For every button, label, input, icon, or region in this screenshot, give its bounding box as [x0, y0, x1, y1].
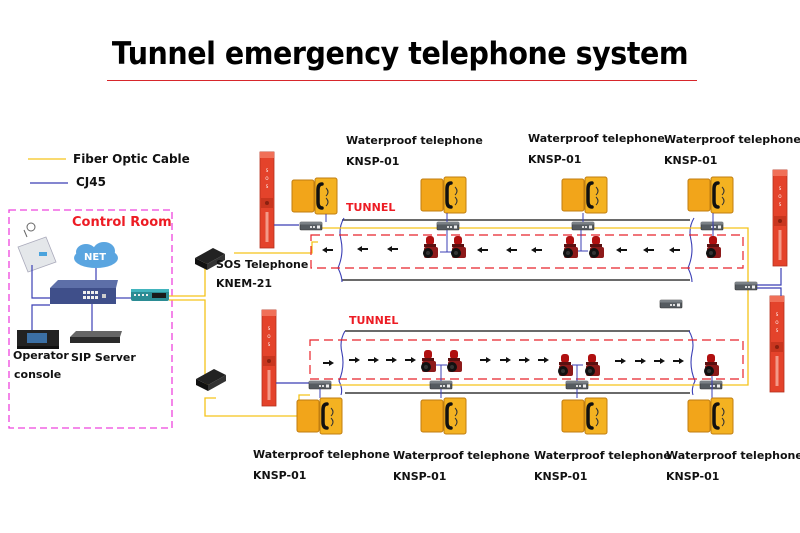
- traffic-arrow-right: [673, 358, 684, 364]
- waterproof-phone-icon: [419, 396, 468, 436]
- traffic-arrow-right: [635, 358, 646, 364]
- traffic-arrow-left: [506, 247, 517, 253]
- top-phone-3-model: KNSP-01: [664, 154, 718, 167]
- traffic-arrow-left: [477, 247, 488, 253]
- junction-switch-right: [734, 281, 758, 291]
- net-label: NET: [84, 252, 107, 263]
- top-phone-1-model: KNSP-01: [346, 155, 400, 168]
- top-phone-3-name: Waterproof telephone: [664, 133, 800, 146]
- top-phone-2-name: Waterproof telephone: [528, 132, 665, 145]
- mini-switch-icon: [436, 221, 460, 231]
- traffic-arrow-left: [357, 246, 368, 252]
- waterproof-phone-icon: [419, 175, 468, 215]
- right-cj45-links: [757, 268, 782, 296]
- bottom-phone-4-model: KNSP-01: [666, 470, 720, 483]
- traffic-arrow-left: [616, 247, 627, 253]
- title-underline: [107, 80, 697, 81]
- mini-switch-icon: [429, 380, 453, 390]
- top-phone-1-name: Waterproof telephone: [346, 134, 483, 147]
- control-room-cj45-links: [31, 265, 131, 331]
- traffic-arrow-right: [405, 357, 416, 363]
- beacon-icon: [706, 236, 721, 258]
- operator-console-label-2: console: [14, 368, 62, 381]
- waterproof-phone-icon: [686, 396, 735, 436]
- bottom-tunnel-traffic-arrows: [323, 357, 684, 366]
- traffic-arrow-left: [387, 246, 398, 252]
- traffic-arrow-left: [322, 247, 333, 253]
- waterproof-phone-icon: [686, 175, 735, 215]
- traffic-arrow-left: [531, 247, 542, 253]
- mini-switch-icon: [565, 380, 589, 390]
- bottom-phone-4-name: Waterproof telephone: [666, 449, 800, 462]
- mini-switch-icon: [700, 221, 724, 231]
- beacon-icon: [451, 236, 466, 258]
- traffic-arrow-right: [538, 357, 549, 363]
- bottom-phone-2-model: KNSP-01: [393, 470, 447, 483]
- media-converter-bottom: [196, 369, 226, 391]
- bottom-phone-2-name: Waterproof telephone: [393, 449, 530, 462]
- sos-column-top-right: [772, 169, 788, 267]
- beacon-icon: [563, 236, 578, 258]
- bottom-tunnel-devices: [295, 350, 735, 436]
- bottom-tunnel: [309, 285, 749, 396]
- mini-switch-icon: [699, 380, 723, 390]
- mini-switch-icon: [308, 380, 332, 390]
- control-room-box: [8, 209, 173, 429]
- bottom-tunnel-label: TUNNEL: [349, 314, 399, 327]
- operator-console-icon: [17, 330, 59, 349]
- beacon-icon: [423, 236, 438, 258]
- waterproof-phone-icon: [295, 396, 344, 436]
- bottom-phone-1-model: KNSP-01: [253, 469, 307, 482]
- bottom-phone-3-model: KNSP-01: [534, 470, 588, 483]
- sos-column-bottom-right: [769, 295, 785, 393]
- operator-console-label: Operator: [13, 349, 69, 362]
- bottom-phone-1-name: Waterproof telephone: [253, 448, 390, 461]
- traffic-arrow-right: [654, 358, 665, 364]
- traffic-arrow-right: [500, 357, 511, 363]
- sos-column-bottom-left: [261, 309, 277, 407]
- traffic-arrow-right: [323, 360, 334, 366]
- control-room-title: Control Room: [72, 215, 172, 230]
- bottom-phone-3-name: Waterproof telephone: [534, 449, 671, 462]
- sip-server-label: SIP Server: [71, 351, 136, 364]
- beacon-icon: [585, 354, 600, 376]
- traffic-arrow-right: [480, 357, 491, 363]
- traffic-arrow-left: [643, 247, 654, 253]
- mini-switch-icon: [299, 221, 323, 231]
- waterproof-phone-icon: [560, 175, 609, 215]
- diagram-title: Tunnel emergency telephone system: [111, 36, 689, 72]
- sos-telephone-name: SOS Telephone: [216, 258, 309, 271]
- sos-column-top-left: [259, 151, 275, 249]
- top-tunnel-traffic-arrows: [322, 246, 680, 253]
- legend-fiber-label: Fiber Optic Cable: [73, 152, 190, 166]
- waterproof-phone-icon: [290, 176, 339, 216]
- sip-server-icon: [70, 331, 122, 343]
- legend-cj45-label: CJ45: [76, 175, 106, 189]
- fiber-switch-icon: [131, 289, 169, 301]
- beacon-icon: [421, 350, 436, 372]
- spare-switch: [659, 299, 683, 309]
- traffic-arrow-right: [368, 357, 379, 363]
- beacon-icon: [558, 354, 573, 376]
- traffic-arrow-left: [669, 247, 680, 253]
- net-cloud-icon: [74, 242, 118, 268]
- waterproof-phone-icon: [560, 396, 609, 436]
- top-phone-2-model: KNSP-01: [528, 153, 582, 166]
- traffic-arrow-right: [615, 358, 626, 364]
- top-tunnel-label: TUNNEL: [346, 201, 396, 214]
- traffic-arrow-right: [386, 357, 397, 363]
- traffic-arrow-right: [519, 357, 530, 363]
- beacon-icon: [447, 350, 462, 372]
- sos-telephone-model: KNEM-21: [216, 277, 273, 290]
- top-tunnel: [310, 217, 749, 284]
- desk-intercom-icon: [17, 222, 57, 273]
- mini-switch-icon: [571, 221, 595, 231]
- beacon-icon: [589, 236, 604, 258]
- beacon-icon: [704, 354, 719, 376]
- top-tunnel-devices: [290, 175, 735, 258]
- traffic-arrow-right: [349, 357, 360, 363]
- network-switch-icon: [50, 280, 118, 304]
